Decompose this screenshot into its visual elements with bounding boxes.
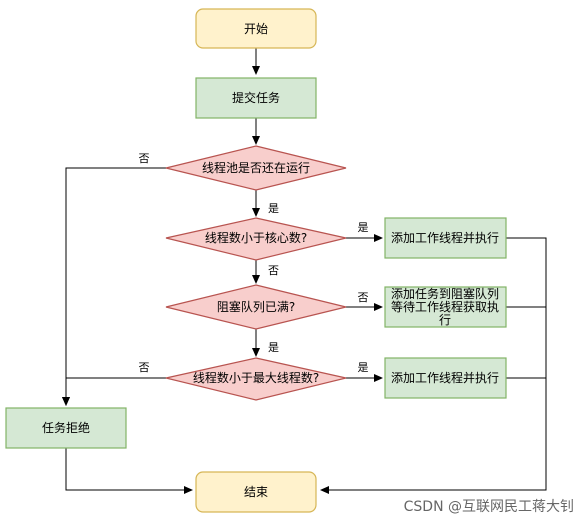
add-worker-2-process-shape xyxy=(384,357,507,399)
node-pool-running: 线程池是否还在运行 xyxy=(165,145,347,191)
enqueue-process-shape xyxy=(384,286,507,328)
node-add-worker-2: 添加工作线程并执行 xyxy=(384,357,507,399)
pool-running-label: 线程池是否还在运行 xyxy=(202,160,310,175)
enqueue-label-line1: 添加任务到阻塞队列 xyxy=(391,286,499,301)
label-running-no: 否 xyxy=(139,152,150,165)
edge-labels: 否 是 是 否 否 是 否 是 xyxy=(139,152,369,374)
node-enqueue: 添加任务到阻塞队列 等待工作线程获取执 行 xyxy=(384,286,507,328)
edge-add1-end xyxy=(320,237,547,494)
submit-label: 提交任务 xyxy=(232,90,280,105)
edge-reject-end xyxy=(65,448,193,494)
label-queue-yes: 是 xyxy=(268,341,279,354)
node-submit: 提交任务 xyxy=(195,77,317,119)
max-check-decision-shape xyxy=(165,357,347,401)
reject-label: 任务拒绝 xyxy=(42,420,90,435)
start-label: 开始 xyxy=(244,22,268,36)
max-check-label: 线程数小于最大线程数? xyxy=(193,370,319,385)
submit-process-shape xyxy=(195,77,317,119)
queue-full-decision-shape xyxy=(165,284,347,330)
label-queue-no: 否 xyxy=(358,291,369,304)
end-label: 结束 xyxy=(244,485,268,499)
pool-running-decision-shape xyxy=(165,145,347,191)
start-terminal-shape xyxy=(195,8,317,49)
node-end: 结束 xyxy=(195,471,317,513)
reject-process-shape xyxy=(5,407,127,449)
add-worker-2-label: 添加工作线程并执行 xyxy=(391,370,499,385)
core-check-label: 线程数小于核心数? xyxy=(205,230,307,245)
enqueue-label-line2: 等待工作线程获取执 xyxy=(391,299,499,314)
enqueue-label-line3: 行 xyxy=(439,313,451,327)
node-core-check: 线程数小于核心数? xyxy=(165,217,347,261)
edge-max-no-reject xyxy=(62,377,166,406)
label-core-yes: 是 xyxy=(358,221,369,234)
label-max-no: 否 xyxy=(139,361,150,374)
end-terminal-shape xyxy=(195,471,317,513)
node-add-worker-1: 添加工作线程并执行 xyxy=(384,217,507,259)
label-core-no: 否 xyxy=(268,264,279,277)
edges xyxy=(62,48,547,494)
add-worker-1-process-shape xyxy=(384,217,507,259)
label-max-yes: 是 xyxy=(358,361,369,374)
node-max-check: 线程数小于最大线程数? xyxy=(165,357,347,401)
edge-running-no-reject xyxy=(62,167,166,406)
add-worker-1-label: 添加工作线程并执行 xyxy=(391,230,499,245)
node-reject: 任务拒绝 xyxy=(5,407,127,449)
node-queue-full: 阻塞队列已满? xyxy=(165,284,347,330)
node-start: 开始 xyxy=(195,8,317,49)
core-check-decision-shape xyxy=(165,217,347,261)
queue-full-label: 阻塞队列已满? xyxy=(217,299,295,314)
watermark-text: CSDN @互联网民工蒋大钊 xyxy=(404,499,574,515)
label-running-yes: 是 xyxy=(268,202,279,215)
